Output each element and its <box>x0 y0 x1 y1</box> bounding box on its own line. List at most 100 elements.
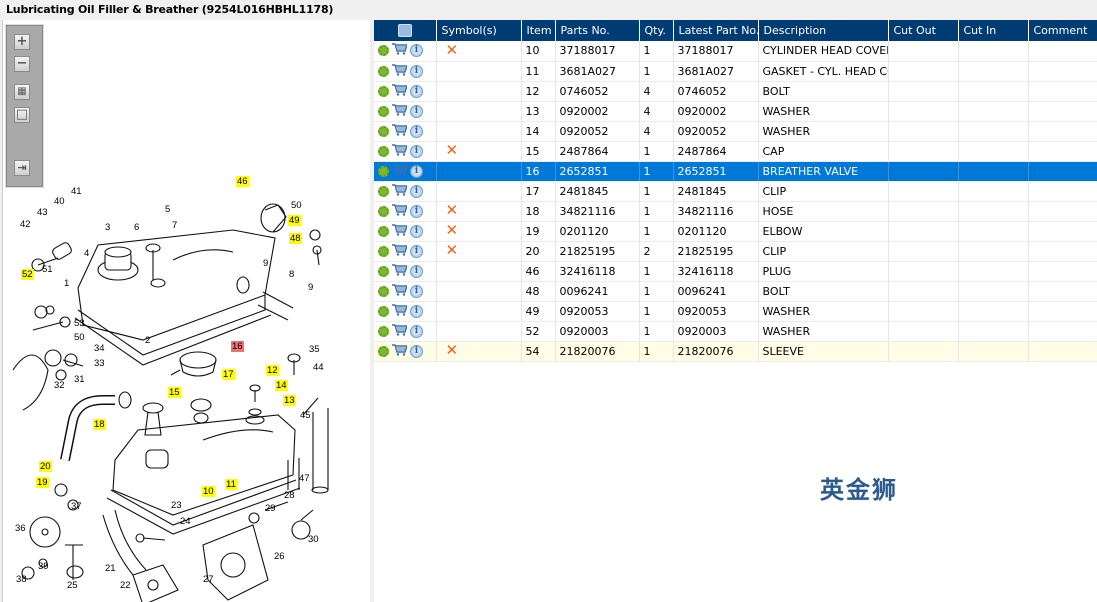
callout-7[interactable]: 7 <box>172 220 178 231</box>
callout-32[interactable]: 32 <box>54 380 65 391</box>
callout-37[interactable]: 37 <box>71 501 82 512</box>
cart-icon[interactable] <box>392 283 408 299</box>
callout-50[interactable]: 50 <box>291 200 302 211</box>
info-icon[interactable]: i <box>410 304 423 318</box>
callout-4[interactable]: 4 <box>84 248 90 259</box>
gear-icon[interactable] <box>378 285 389 297</box>
callout-51[interactable]: 51 <box>42 264 53 275</box>
info-icon[interactable]: i <box>410 124 423 138</box>
info-icon[interactable]: i <box>410 184 423 198</box>
cart-icon[interactable] <box>392 163 408 179</box>
cart-icon[interactable] <box>392 143 408 159</box>
callout-47[interactable]: 47 <box>299 473 310 484</box>
column-header-actions[interactable] <box>374 20 437 41</box>
cart-icon[interactable] <box>392 243 408 259</box>
info-icon[interactable]: i <box>410 264 423 278</box>
export-button[interactable]: ⇥ <box>14 160 30 176</box>
callout-21[interactable]: 21 <box>105 563 116 574</box>
info-icon[interactable]: i <box>410 224 423 238</box>
callout-1[interactable]: 1 <box>64 278 70 289</box>
info-icon[interactable]: i <box>410 324 423 338</box>
callout-3[interactable]: 3 <box>105 222 111 233</box>
fit-view-button[interactable]: ▦ <box>14 84 30 100</box>
callout-26[interactable]: 26 <box>274 551 285 562</box>
column-header-item[interactable]: Item <box>521 20 556 41</box>
callout-12[interactable]: 12 <box>266 365 279 376</box>
gear-icon[interactable] <box>378 185 389 197</box>
callout-27[interactable]: 27 <box>203 574 214 585</box>
info-icon[interactable]: i <box>410 244 423 258</box>
callout-8[interactable]: 8 <box>289 269 295 280</box>
callout-22[interactable]: 22 <box>120 580 131 591</box>
callout-34[interactable]: 34 <box>94 343 105 354</box>
callout-46[interactable]: 46 <box>236 176 249 187</box>
gear-icon[interactable] <box>378 245 389 257</box>
callout-29[interactable]: 29 <box>265 503 276 514</box>
callout-9[interactable]: 9 <box>263 258 269 269</box>
callout-35[interactable]: 35 <box>309 344 320 355</box>
info-icon[interactable]: i <box>410 164 423 178</box>
callout-10[interactable]: 10 <box>202 486 215 497</box>
callout-43[interactable]: 43 <box>37 207 48 218</box>
gear-icon[interactable] <box>378 345 389 357</box>
callout-17[interactable]: 17 <box>222 369 235 380</box>
callout-6[interactable]: 6 <box>134 222 140 233</box>
column-header-parts-no[interactable]: Parts No. <box>555 20 640 41</box>
column-header-latest-part-no[interactable]: Latest Part No. <box>673 20 759 41</box>
gear-icon[interactable] <box>378 65 389 77</box>
gear-icon[interactable] <box>378 325 389 337</box>
zoom-out-button[interactable]: − <box>14 56 30 72</box>
info-icon[interactable]: i <box>410 284 423 298</box>
column-header-comment[interactable]: Comment <box>1028 20 1097 41</box>
cart-icon[interactable] <box>392 343 408 359</box>
callout-52[interactable]: 52 <box>21 269 34 280</box>
gear-icon[interactable] <box>378 205 389 217</box>
cart-icon[interactable] <box>392 323 408 339</box>
zoom-in-button[interactable]: + <box>14 34 30 50</box>
info-icon[interactable]: i <box>410 144 423 158</box>
gear-icon[interactable] <box>378 45 389 57</box>
callout-2[interactable]: 2 <box>145 335 151 346</box>
callout-39[interactable]: 39 <box>38 561 49 572</box>
cart-icon[interactable] <box>392 43 408 58</box>
callout-14[interactable]: 14 <box>275 380 288 391</box>
gear-icon[interactable] <box>378 145 389 157</box>
cart-icon[interactable] <box>392 303 408 319</box>
info-icon[interactable]: i <box>410 104 423 118</box>
callout-9b[interactable]: 9 <box>308 282 314 293</box>
callout-24[interactable]: 24 <box>180 516 191 527</box>
gear-icon[interactable] <box>378 165 389 177</box>
exploded-parts-diagram[interactable] <box>3 20 371 602</box>
callout-42[interactable]: 42 <box>20 219 31 230</box>
callout-23[interactable]: 23 <box>171 500 182 511</box>
gear-icon[interactable] <box>378 85 389 97</box>
info-icon[interactable]: i <box>410 84 423 98</box>
info-icon[interactable]: i <box>410 344 423 358</box>
cart-icon[interactable] <box>392 83 408 99</box>
gear-icon[interactable] <box>378 125 389 137</box>
gear-icon[interactable] <box>378 105 389 117</box>
cart-icon[interactable] <box>392 263 408 279</box>
callout-5[interactable]: 5 <box>165 204 171 215</box>
column-header-cut-out[interactable]: Cut Out <box>888 20 959 41</box>
callout-50b[interactable]: 50 <box>74 332 85 343</box>
info-icon[interactable]: i <box>410 44 423 58</box>
callout-19[interactable]: 19 <box>36 477 49 488</box>
callout-44[interactable]: 44 <box>313 362 324 373</box>
callout-18[interactable]: 18 <box>93 419 106 430</box>
callout-31[interactable]: 31 <box>74 374 85 385</box>
callout-41[interactable]: 41 <box>71 186 82 197</box>
callout-38[interactable]: 38 <box>16 574 27 585</box>
callout-13[interactable]: 13 <box>283 395 296 406</box>
callout-25[interactable]: 25 <box>67 580 78 591</box>
